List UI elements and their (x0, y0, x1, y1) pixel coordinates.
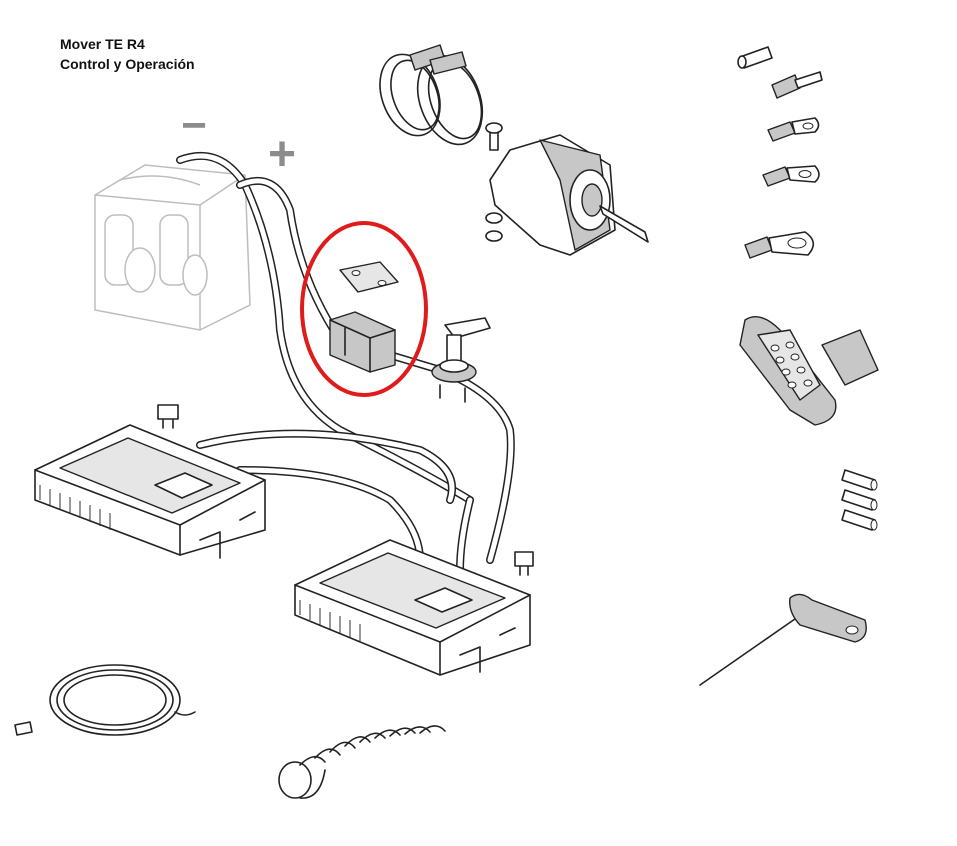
control-unit-2 (294, 539, 531, 676)
control-unit-1 (34, 424, 266, 559)
blade-fuse-1 (157, 404, 179, 429)
battery-negative-symbol: − (181, 101, 207, 150)
remote-control (739, 316, 879, 426)
spiral-cable (278, 725, 446, 799)
battery-positive-symbol: + (268, 128, 296, 181)
antenna-cable (14, 664, 196, 736)
highlight-circle (300, 221, 428, 397)
connector-pins (841, 469, 878, 531)
blade-fuse-2 (514, 551, 534, 576)
title-line-2: Control y Operación (60, 56, 195, 72)
fuse-holder (329, 261, 399, 373)
isolator-switch (431, 317, 491, 403)
hex-key (699, 593, 867, 686)
diagram-title: Mover TE R4 Control y Operación (60, 34, 195, 74)
hose-clamps (379, 44, 484, 146)
battery (94, 164, 251, 331)
motor-assembly (485, 122, 649, 256)
wire-terminals (737, 46, 823, 259)
title-line-1: Mover TE R4 (60, 36, 145, 52)
